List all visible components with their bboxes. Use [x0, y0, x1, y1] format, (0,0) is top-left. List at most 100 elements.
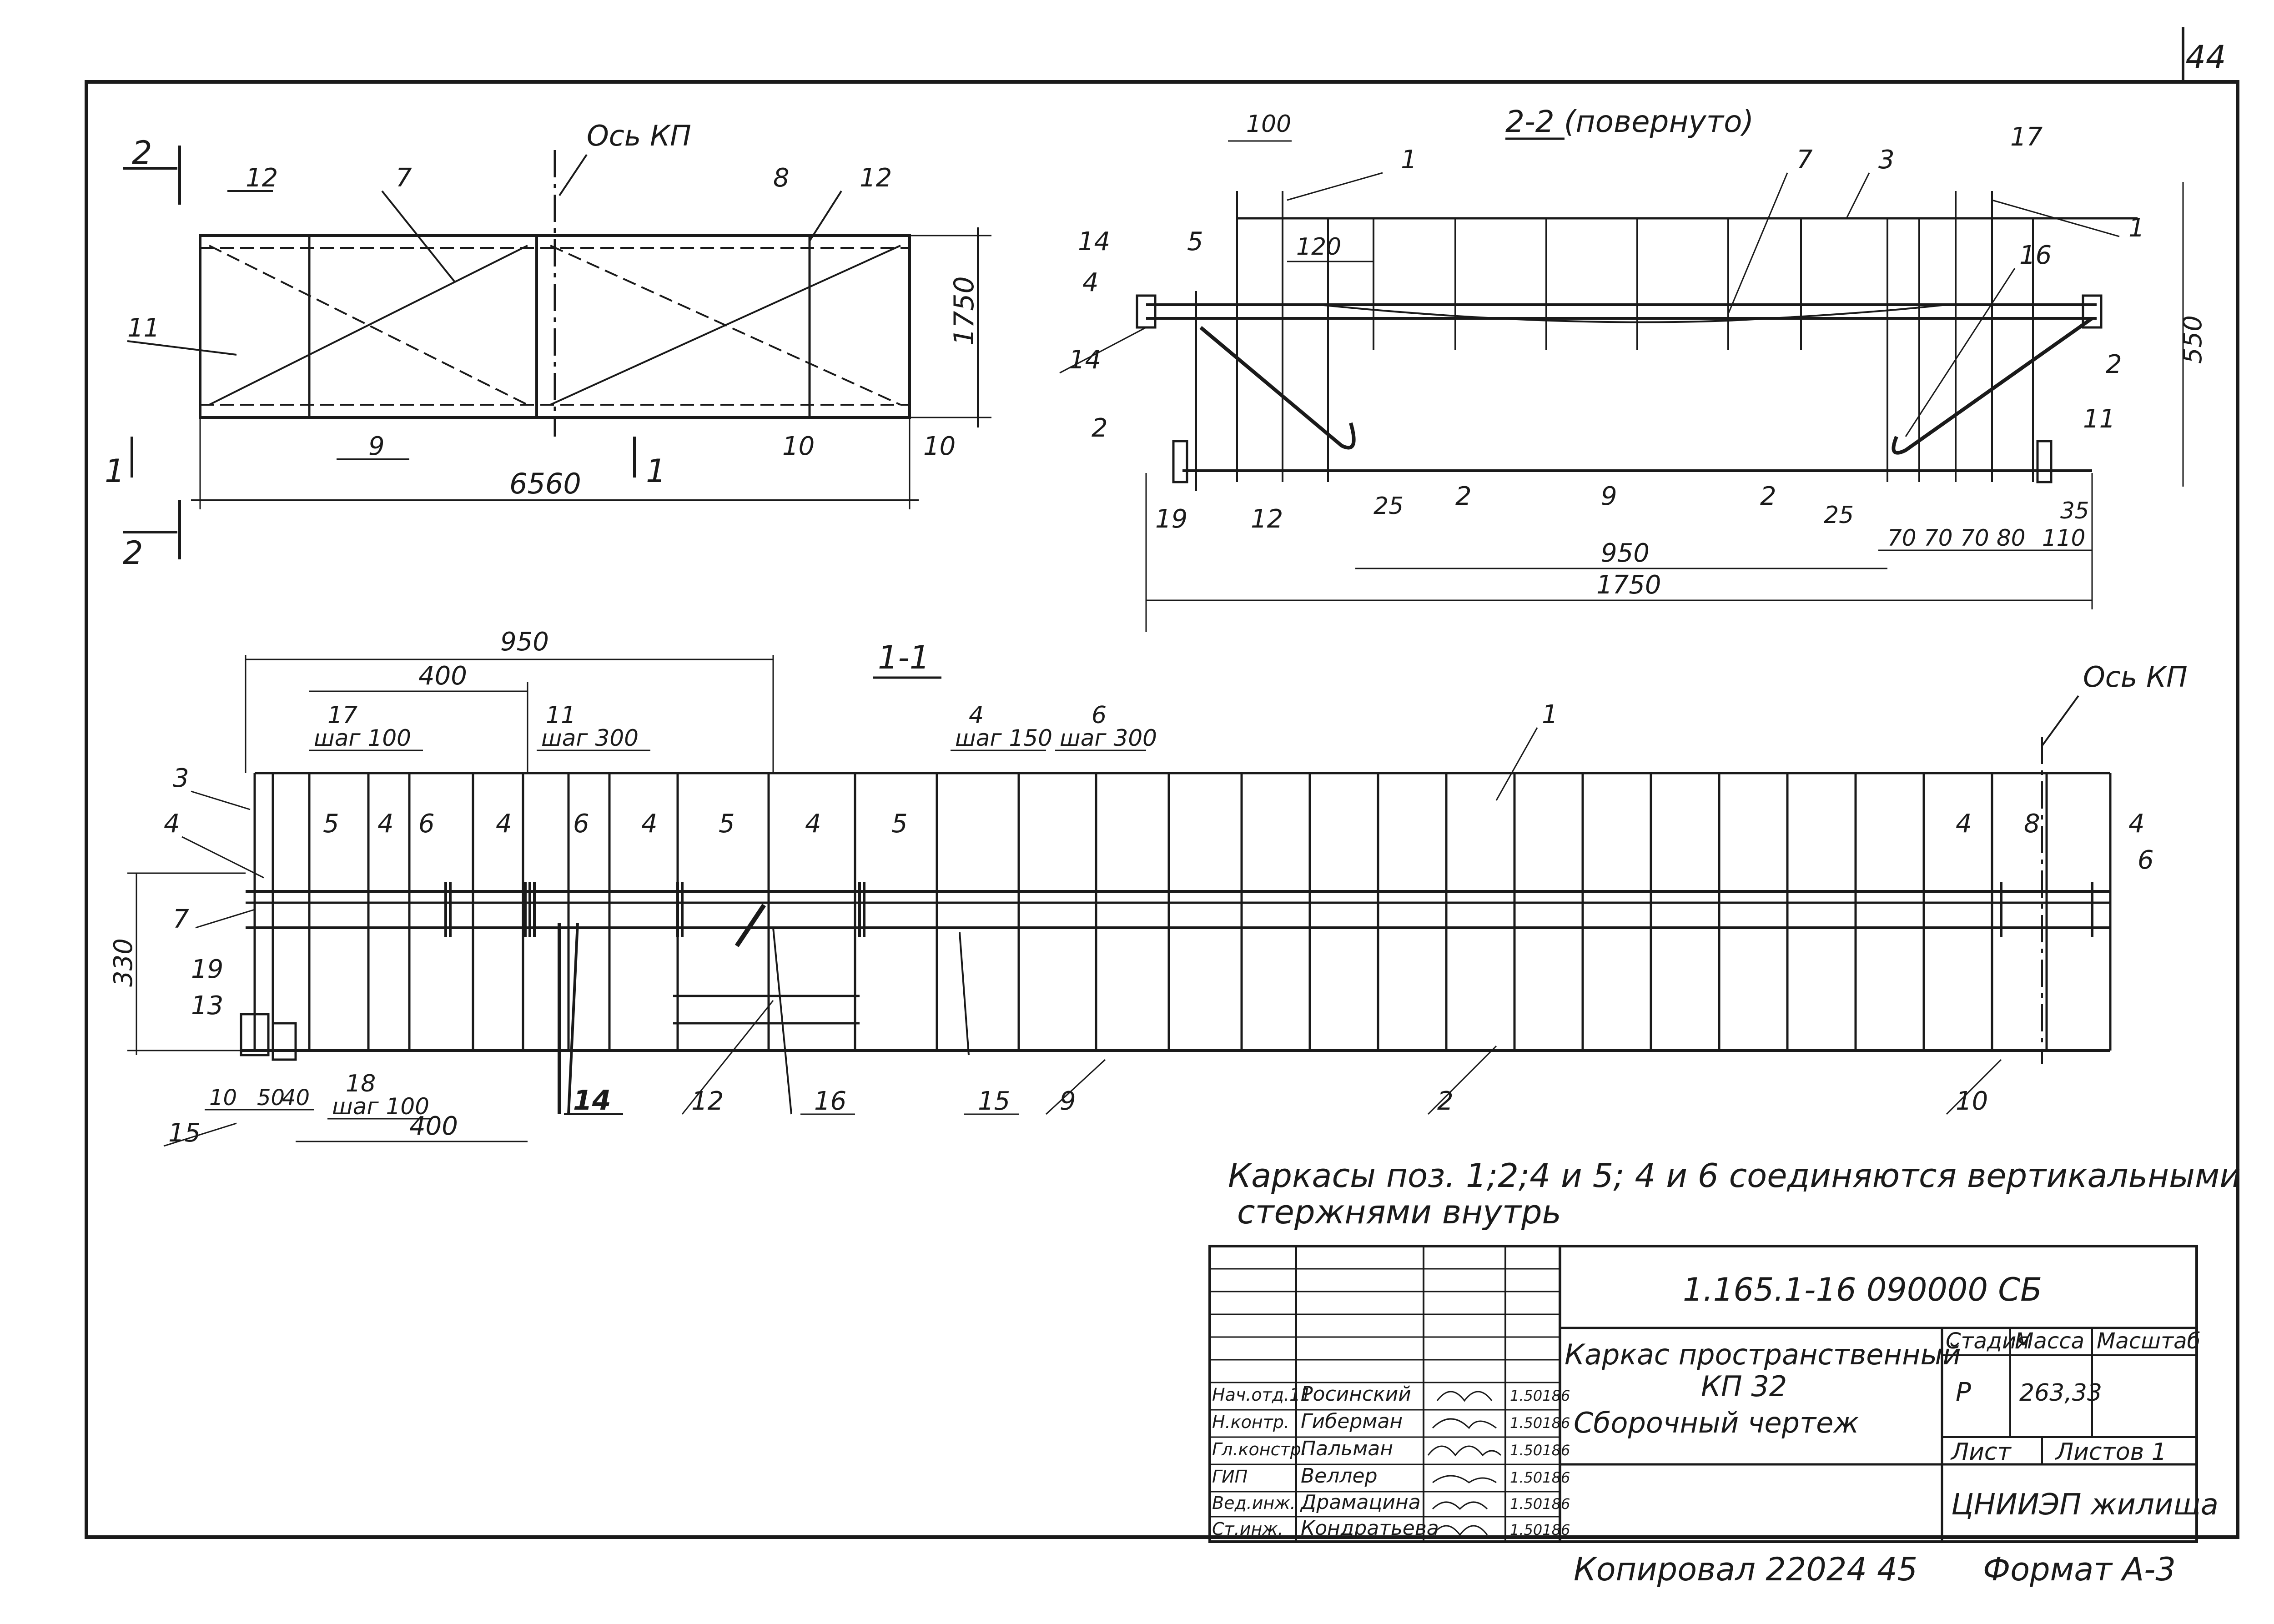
s22-dim-70c: 70: [1960, 525, 1989, 551]
section-2-2-title: 2-2 (повернуто): [1505, 104, 1754, 139]
s11-label-4-step: шаг 150: [955, 725, 1052, 751]
s11-label-17: 17: [327, 702, 357, 729]
plan-axis-label: Ось КП: [587, 119, 691, 152]
s11-label-11: 11: [546, 702, 576, 729]
s22-dim-100: 100: [1246, 111, 1291, 138]
page-number: 44: [2185, 39, 2226, 76]
s11-dim-50: 50: [257, 1085, 285, 1111]
section-2-2-view: 2-2 (повернуто): [1059, 104, 2208, 632]
s11-callout: 7: [173, 905, 189, 934]
sheet-frame: 44: [85, 27, 2239, 1539]
s22-callout: 3: [1878, 145, 1895, 175]
s22-callout: 16: [2019, 241, 2052, 270]
s11-label-4: 4: [969, 702, 984, 729]
s11-label-17-step: шаг 100: [314, 725, 411, 751]
sig-name: Пальман: [1301, 1437, 1393, 1460]
s11-callout: 8: [2024, 809, 2040, 839]
s11-callout: 5: [719, 809, 735, 839]
mass-header: Масса: [2015, 1328, 2084, 1354]
s11-callout: 3: [173, 764, 189, 793]
sig-name: Веллер: [1301, 1464, 1378, 1488]
sig-date: 1.50186: [1510, 1469, 1570, 1486]
sig-name: Гиберман: [1301, 1410, 1403, 1433]
sig-role: Гл.констр.: [1212, 1439, 1307, 1459]
sig-date: 1.50186: [1510, 1521, 1570, 1539]
sig-date: 1.50186: [1510, 1442, 1570, 1459]
plan-view: Ось КП 2 1 1 2 12 7 8 12 11 9 10 10: [105, 119, 991, 572]
organization-name: ЦНИИЭП жилища: [1951, 1488, 2219, 1522]
title-name-line1: Каркас пространственный: [1565, 1338, 1961, 1371]
s11-label-18: 18: [346, 1070, 376, 1097]
section-1-1-view: 1-1: [109, 627, 2188, 1148]
s22-callout: 11: [2083, 404, 2115, 434]
sig-role: Нач.отд.11: [1212, 1385, 1311, 1405]
plan-section-mark-2-bottom: 2: [123, 534, 143, 572]
s11-callout: 10: [1956, 1086, 1988, 1116]
s22-callout: 2: [2106, 350, 2122, 379]
sheets-label: Листов 1: [2055, 1438, 2167, 1466]
assembly-note: Каркасы поз. 1;2;4 и 5; 4 и 6 соединяютс…: [1228, 1156, 2241, 1231]
s22-dim-950: 950: [1601, 538, 1650, 568]
s22-callout: 17: [2010, 122, 2043, 152]
scale-header: Масштаб: [2097, 1328, 2200, 1354]
s22-dim-120: 120: [1296, 233, 1341, 261]
sig-name: Росинский: [1301, 1383, 1411, 1406]
s22-callout: 7: [1796, 145, 1813, 175]
s22-callout: 4: [1082, 268, 1099, 297]
plan-section-mark-1-left: 1: [105, 453, 125, 490]
plan-callout: 10: [782, 432, 815, 461]
s11-callout: 1: [1542, 700, 1558, 729]
s11-dim-400-bottom: 400: [409, 1111, 458, 1141]
section-2-2-callouts: 1 7 3 17 1 14 5 16 4 14 2 2 11 19 12 2 9…: [1059, 122, 2145, 534]
s11-label-6-step: шаг 300: [1060, 725, 1157, 751]
s22-callout: 2: [1092, 413, 1108, 443]
s11-callout: 4: [164, 809, 180, 839]
s11-callout: 5: [891, 809, 908, 839]
sig-date: 1.50186: [1510, 1495, 1570, 1513]
s22-callout: 5: [1187, 227, 1203, 256]
sig-role: Н.контр.: [1212, 1412, 1289, 1432]
section-1-1-title: 1-1: [878, 639, 930, 676]
s22-dim-550: 550: [2178, 315, 2208, 364]
s11-callout: 6: [573, 809, 589, 839]
s22-callout: 14: [1078, 227, 1110, 256]
s22-dim-70a: 70: [1887, 525, 1917, 551]
sig-date: 1.50186: [1510, 1387, 1570, 1404]
s11-callout: 4: [805, 809, 821, 839]
s11-left-callouts: 3 4 5 4 6 4 6 4 5 4 5 7 19 13 15: [163, 764, 908, 1148]
s11-callout: 4: [641, 809, 658, 839]
sig-role: Ст.инж.: [1212, 1519, 1283, 1539]
stage-header: Стадия: [1946, 1328, 2029, 1354]
s22-dim-25a: 25: [1373, 493, 1404, 520]
plan-section-mark-1-right: 1: [646, 453, 666, 490]
s22-callout: 2: [1455, 482, 1472, 511]
plan-dim-width: 1750: [948, 276, 980, 346]
plan-callout: 8: [773, 163, 790, 193]
plan-callouts: 12 7 8 12 11 9 10 10: [127, 163, 956, 461]
s11-axis-label: Ось КП: [2083, 660, 2188, 694]
s11-callout: 12: [691, 1086, 724, 1116]
s22-dim-80: 80: [1997, 525, 2026, 551]
s11-callout: 5: [323, 809, 339, 839]
title-block: 1.165.1-16 090000 СБ Каркас пространстве…: [1208, 1245, 2219, 1543]
sig-role: Вед.инж.: [1212, 1493, 1296, 1513]
s11-callout: 16: [814, 1086, 846, 1116]
s22-callout: 9: [1601, 482, 1617, 511]
s11-callout: 6: [2138, 845, 2154, 875]
document-code: 1.165.1-16 090000 СБ: [1683, 1271, 2042, 1308]
s11-label-11-step: шаг 300: [541, 725, 639, 751]
sheet-format: Формат А-3: [1983, 1551, 2176, 1588]
plan-callout: 12: [246, 163, 278, 193]
signature-rows: Нач.отд.11 Росинский 1.50186 Н.контр. Ги…: [1212, 1383, 1570, 1540]
s11-label-6: 6: [1092, 702, 1107, 729]
s22-dims-row: 70 70 70 80 110 35: [1878, 498, 2092, 551]
s22-callout: 2: [1760, 482, 1776, 511]
s22-dim-1750: 1750: [1596, 570, 1661, 600]
s22-callout: 12: [1251, 504, 1283, 534]
s11-dim-10: 10: [209, 1085, 237, 1111]
s22-callout: 1: [1401, 145, 1417, 175]
s11-callout: 19: [191, 955, 223, 984]
s22-dim-70b: 70: [1924, 525, 1953, 551]
mass-value: 263,33: [2019, 1379, 2102, 1407]
s11-callout: 4: [2128, 809, 2145, 839]
